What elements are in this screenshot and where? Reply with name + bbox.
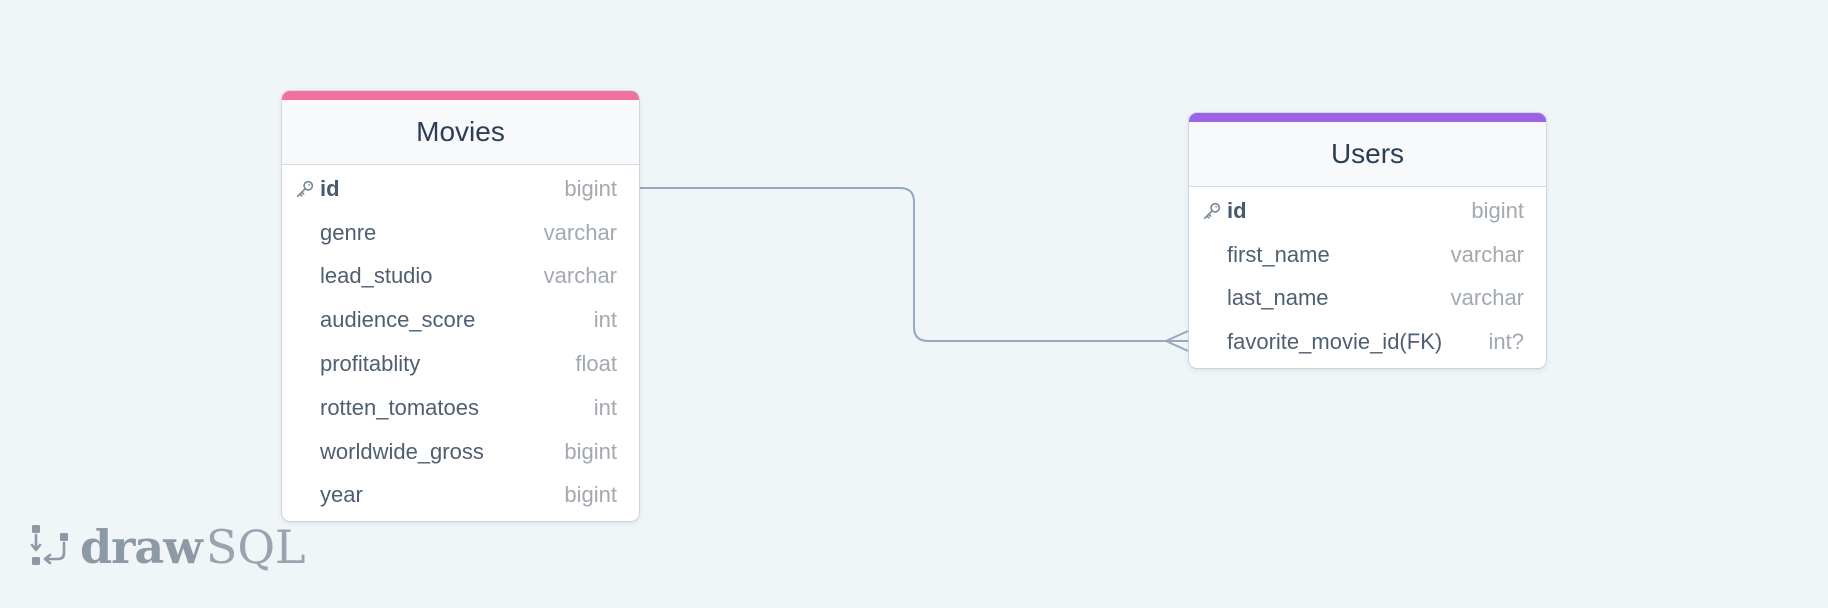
column-name: profitablity — [320, 351, 421, 377]
table-title[interactable]: Movies — [282, 100, 639, 165]
logo-text-draw: draw — [80, 520, 203, 574]
column-row[interactable]: first_name varchar — [1189, 233, 1546, 277]
column-type: bigint — [564, 482, 617, 508]
column-name: id — [1227, 197, 1247, 223]
column-name: year — [320, 482, 363, 508]
column-name: rotten_tomatoes — [320, 394, 479, 420]
crows-foot-many-marker — [1163, 330, 1189, 352]
column-row[interactable]: lead_studio varchar — [282, 255, 639, 299]
column-name: last_name — [1227, 285, 1329, 311]
column-type: bigint — [1471, 197, 1524, 223]
column-row[interactable]: last_name varchar — [1189, 277, 1546, 321]
logo-text-sql: SQL — [205, 520, 306, 574]
column-type: varchar — [543, 263, 617, 289]
key-icon — [294, 176, 320, 202]
table-accent-bar — [1189, 113, 1546, 122]
column-row[interactable]: profitablity float — [282, 342, 639, 386]
column-type: varchar — [543, 219, 617, 245]
table-movies[interactable]: Movies id bigint genre varchar lead_ — [282, 91, 639, 522]
column-type: bigint — [564, 175, 617, 201]
column-row[interactable]: audience_score int — [282, 298, 639, 342]
column-name: first_name — [1227, 241, 1330, 267]
column-row[interactable]: rotten_tomatoes int — [282, 386, 639, 430]
column-type: bigint — [564, 438, 617, 464]
column-name: lead_studio — [320, 263, 433, 289]
column-name: id — [320, 175, 340, 201]
key-icon — [1201, 198, 1227, 224]
column-row[interactable]: worldwide_gross bigint — [282, 430, 639, 474]
column-name: audience_score — [320, 307, 476, 333]
drawsql-logo-icon — [30, 523, 70, 572]
drawsql-logo[interactable]: draw SQL — [30, 520, 306, 574]
column-type: int — [593, 307, 617, 333]
relationship-line — [640, 187, 1188, 342]
table-title[interactable]: Users — [1189, 122, 1546, 187]
column-type: varchar — [1450, 241, 1524, 267]
column-row[interactable]: id bigint — [1189, 189, 1546, 233]
table-accent-bar — [282, 91, 639, 100]
column-row[interactable]: genre varchar — [282, 211, 639, 255]
column-row[interactable]: id bigint — [282, 167, 639, 211]
column-type: varchar — [1450, 285, 1524, 311]
table-columns: id bigint first_name varchar last_name v… — [1189, 187, 1546, 368]
column-name: worldwide_gross — [320, 438, 484, 464]
column-name: genre — [320, 219, 377, 245]
column-row[interactable]: year bigint — [282, 474, 639, 518]
column-type: float — [575, 351, 617, 377]
column-type: int — [593, 394, 617, 420]
column-name: favorite_movie_id(FK) — [1227, 329, 1443, 355]
column-type: int? — [1488, 329, 1524, 355]
column-row[interactable]: favorite_movie_id(FK) int? — [1189, 320, 1546, 364]
table-columns: id bigint genre varchar lead_studio varc… — [282, 165, 639, 521]
table-users[interactable]: Users id bigint first_name varchar l — [1189, 113, 1546, 369]
